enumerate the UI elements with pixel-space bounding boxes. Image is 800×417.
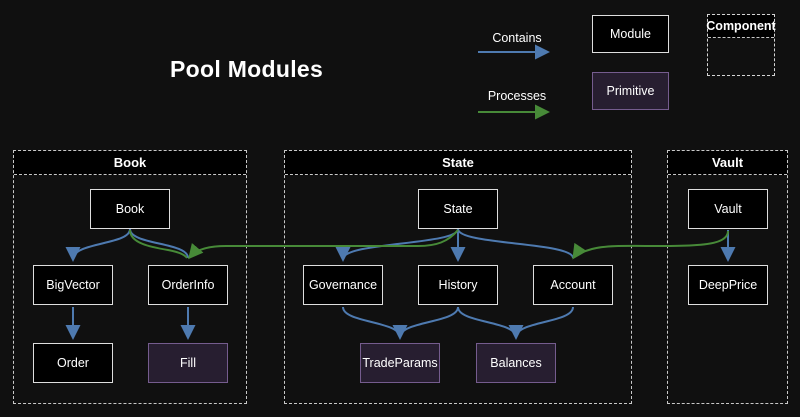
node-deepprice: DeepPrice [688, 265, 768, 305]
node-vault-label: Vault [714, 202, 742, 216]
node-orderinfo-label: OrderInfo [161, 278, 215, 292]
node-governance-label: Governance [308, 278, 378, 292]
node-history: History [418, 265, 498, 305]
legend-module-label: Module [610, 27, 651, 41]
legend-component-box: Component [706, 14, 776, 76]
node-bigvector: BigVector [33, 265, 113, 305]
container-book: Book [13, 150, 247, 404]
legend-contains-label: Contains [492, 31, 542, 45]
node-order-label: Order [57, 356, 89, 370]
legend-processes-label: Processes [487, 89, 547, 103]
page-title: Pool Modules [170, 56, 324, 82]
node-balances: Balances [476, 343, 556, 383]
node-state: State [418, 189, 498, 229]
legend-module-box: Module [592, 15, 669, 53]
node-orderinfo: OrderInfo [148, 265, 228, 305]
node-order: Order [33, 343, 113, 383]
node-deepprice-label: DeepPrice [698, 278, 758, 292]
node-history-label: History [438, 278, 478, 292]
node-vault: Vault [688, 189, 768, 229]
node-fill-label: Fill [180, 356, 196, 370]
node-account-label: Account [550, 278, 596, 292]
node-book: Book [90, 189, 170, 229]
container-vault: Vault [667, 150, 788, 404]
node-balances-label: Balances [490, 356, 542, 370]
node-governance: Governance [303, 265, 383, 305]
node-fill: Fill [148, 343, 228, 383]
node-book-label: Book [115, 202, 145, 216]
node-state-label: State [443, 202, 473, 216]
node-tradeparams-label: TradeParams [362, 356, 438, 370]
container-vault-title: Vault [668, 151, 787, 175]
legend-component-label: Component [706, 15, 776, 38]
container-book-title: Book [14, 151, 246, 175]
node-account: Account [533, 265, 613, 305]
legend-primitive-box: Primitive [592, 72, 669, 110]
container-state: State [284, 150, 632, 404]
node-bigvector-label: BigVector [46, 278, 100, 292]
node-tradeparams: TradeParams [360, 343, 440, 383]
container-state-title: State [285, 151, 631, 175]
legend-primitive-label: Primitive [606, 84, 655, 98]
